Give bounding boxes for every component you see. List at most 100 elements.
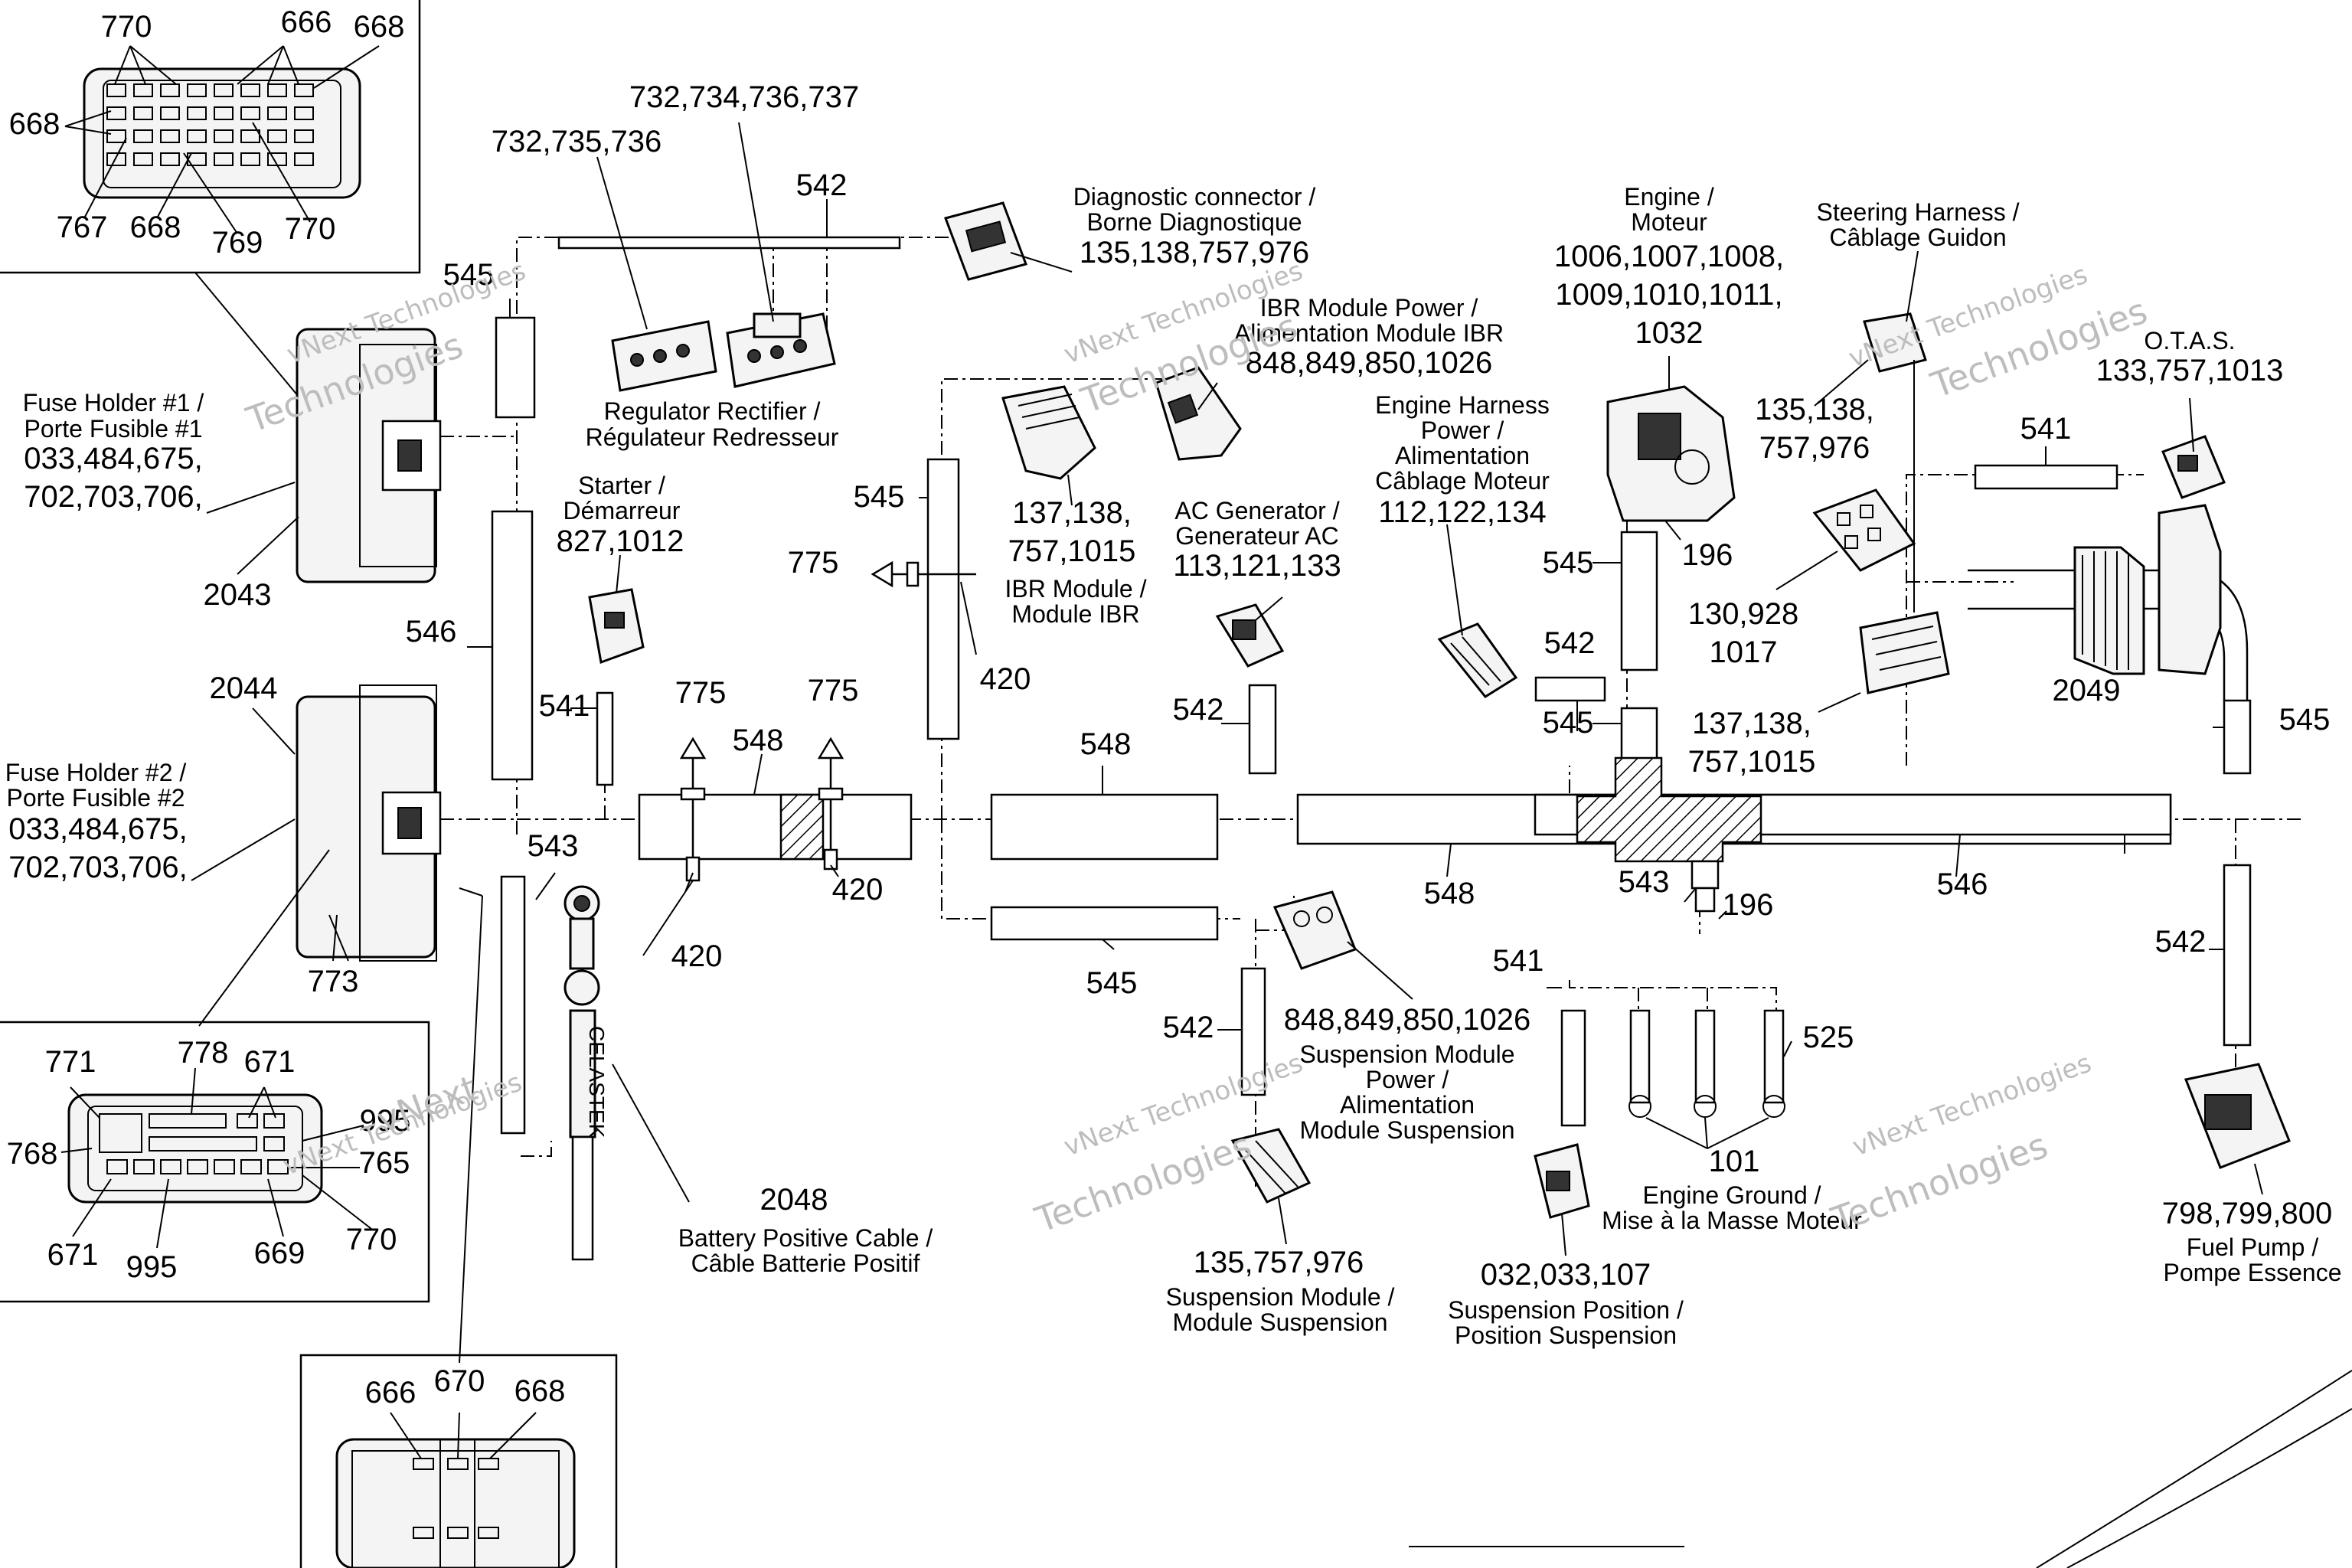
svg-text:Alimentation: Alimentation bbox=[1395, 442, 1530, 469]
callout-775: 775 bbox=[675, 676, 727, 710]
otas-label: O.T.A.S. bbox=[2144, 327, 2235, 354]
engine-connector bbox=[1606, 385, 1736, 522]
harness-542-ac bbox=[1248, 684, 1277, 775]
callout-545: 545 bbox=[1543, 706, 1594, 740]
harness-segments bbox=[491, 236, 2252, 1135]
frame-edge bbox=[2036, 1370, 2352, 1568]
svg-text:702,703,706,: 702,703,706, bbox=[24, 480, 203, 514]
callout-2048: 2048 bbox=[760, 1183, 828, 1217]
callout-668: 668 bbox=[9, 107, 60, 141]
callout-541: 541 bbox=[2020, 412, 2072, 446]
starter-part-numbers: 827,1012 bbox=[557, 524, 684, 558]
ac-generator-label: AC Generator / bbox=[1174, 497, 1339, 524]
callout-545: 545 bbox=[1086, 966, 1138, 1000]
suspension-module-power-part-numbers: 848,849,850,1026 bbox=[1284, 1003, 1531, 1037]
steering-harness-connector bbox=[1863, 312, 1927, 373]
callout-542: 542 bbox=[796, 168, 848, 202]
fastener-775-a bbox=[679, 737, 707, 882]
svg-text:Borne Diagnostique: Borne Diagnostique bbox=[1086, 208, 1302, 236]
svg-text:1009,1010,1011,: 1009,1010,1011, bbox=[1555, 278, 1782, 312]
callout-769: 769 bbox=[212, 226, 263, 260]
celastek-label: CELASTEK bbox=[585, 1026, 609, 1138]
connector-137-part-numbers: 137,138, bbox=[1692, 707, 1811, 740]
steering-harness-label: Steering Harness / bbox=[1816, 198, 2019, 226]
pin-grid-1 bbox=[106, 83, 314, 166]
svg-text:Moteur: Moteur bbox=[1631, 208, 1707, 236]
svg-text:Module IBR: Module IBR bbox=[1011, 600, 1139, 628]
callout-542: 542 bbox=[2155, 925, 2207, 959]
callout-542: 542 bbox=[1163, 1011, 1214, 1044]
callout-420: 420 bbox=[832, 873, 884, 906]
ibr-module-connector bbox=[1001, 385, 1096, 480]
callout-2043: 2043 bbox=[204, 578, 272, 612]
svg-text:Generateur AC: Generateur AC bbox=[1175, 522, 1338, 550]
suspension-position-part-numbers: 032,033,107 bbox=[1481, 1258, 1651, 1292]
harness-542-engine bbox=[1534, 676, 1606, 702]
ibr-module-power-part-numbers: 848,849,850,1026 bbox=[1246, 346, 1493, 380]
callout-995: 995 bbox=[360, 1104, 411, 1138]
svg-text:Porte Fusible #2: Porte Fusible #2 bbox=[6, 784, 185, 812]
steering-boot bbox=[2073, 504, 2222, 675]
callout-542: 542 bbox=[1173, 693, 1224, 727]
ibr-module-label: IBR Module / bbox=[1005, 575, 1147, 603]
svg-text:757,1015: 757,1015 bbox=[1688, 745, 1816, 779]
svg-text:Câblage Moteur: Câblage Moteur bbox=[1375, 467, 1550, 495]
callout-2049: 2049 bbox=[2053, 674, 2121, 707]
callout-775: 775 bbox=[808, 674, 859, 707]
callout-545: 545 bbox=[854, 480, 905, 514]
ibr-module-power-label: IBR Module Power / bbox=[1260, 294, 1478, 322]
engine-part-numbers: 1006,1007,1008, bbox=[1554, 240, 1784, 273]
svg-text:033,484,675,: 033,484,675, bbox=[8, 812, 188, 846]
harness-541-ground bbox=[1560, 1009, 1586, 1127]
diagnostic-connector-label: Diagnostic connector / bbox=[1073, 183, 1316, 211]
callout-666: 666 bbox=[365, 1376, 416, 1410]
callout-546: 546 bbox=[406, 615, 457, 648]
callout-768: 768 bbox=[7, 1137, 58, 1171]
fuel-pump-part-numbers: 798,799,800 bbox=[2162, 1197, 2332, 1230]
callout-548: 548 bbox=[1080, 727, 1132, 761]
callout-770: 770 bbox=[346, 1223, 397, 1256]
regulator-part-numbers-a: 732,735,736 bbox=[492, 125, 662, 158]
svg-text:033,484,675,: 033,484,675, bbox=[24, 442, 203, 475]
steering-connector-130 bbox=[1812, 488, 1916, 572]
callout-669: 669 bbox=[254, 1236, 305, 1270]
harness-548-mid bbox=[990, 793, 1219, 861]
callout-548: 548 bbox=[1424, 877, 1475, 910]
svg-text:vNext Technologies: vNext Technologies bbox=[1848, 1047, 2095, 1162]
callout-668: 668 bbox=[514, 1374, 566, 1408]
suspension-position-label: Suspension Position / bbox=[1448, 1296, 1684, 1324]
harness-542-fuel bbox=[2223, 864, 2252, 1047]
callout-545: 545 bbox=[443, 258, 495, 292]
fuel-pump-connector bbox=[2184, 1063, 2291, 1169]
engine-harness-power-label: Engine Harness bbox=[1375, 391, 1550, 419]
callout-548: 548 bbox=[733, 724, 784, 757]
svg-text:Alimentation Module IBR: Alimentation Module IBR bbox=[1234, 319, 1504, 347]
engine-ground-label: Engine Ground / bbox=[1642, 1181, 1821, 1209]
callout-773: 773 bbox=[308, 965, 359, 998]
svg-text:Power /: Power / bbox=[1366, 1066, 1449, 1093]
suspension-position-connector bbox=[1534, 1143, 1590, 1219]
svg-text:Power /: Power / bbox=[1421, 416, 1504, 444]
starter-label: Starter / bbox=[578, 472, 665, 499]
regulator-part-numbers-b: 732,734,736,737 bbox=[629, 80, 859, 114]
callout-671: 671 bbox=[244, 1045, 296, 1079]
fuse-holder-2-detail-inset: 771 778 671 995 768 765 671 995 669 770 bbox=[0, 1021, 430, 1303]
steering-harness-part-numbers: 135,138, bbox=[1755, 393, 1874, 426]
fuel-pump-label: Fuel Pump / bbox=[2187, 1233, 2319, 1261]
svg-text:Mise à la Masse Moteur: Mise à la Masse Moteur bbox=[1602, 1207, 1862, 1234]
callout-770: 770 bbox=[101, 10, 152, 44]
ac-generator-connector bbox=[1215, 603, 1285, 668]
callout-775: 775 bbox=[788, 546, 839, 580]
svg-text:Alimentation: Alimentation bbox=[1340, 1091, 1475, 1119]
callout-668: 668 bbox=[130, 211, 181, 244]
svg-text:702,703,706,: 702,703,706, bbox=[8, 851, 188, 884]
svg-text:Module Suspension: Module Suspension bbox=[1299, 1116, 1514, 1144]
callout-542: 542 bbox=[1544, 626, 1596, 660]
fuse-holder-2 bbox=[296, 684, 442, 962]
callout-2044: 2044 bbox=[210, 671, 278, 705]
callout-525: 525 bbox=[1803, 1021, 1854, 1054]
callout-770: 770 bbox=[285, 212, 336, 246]
callout-995: 995 bbox=[126, 1250, 178, 1284]
diagnostic-part-numbers: 135,138,757,976 bbox=[1080, 236, 1309, 270]
